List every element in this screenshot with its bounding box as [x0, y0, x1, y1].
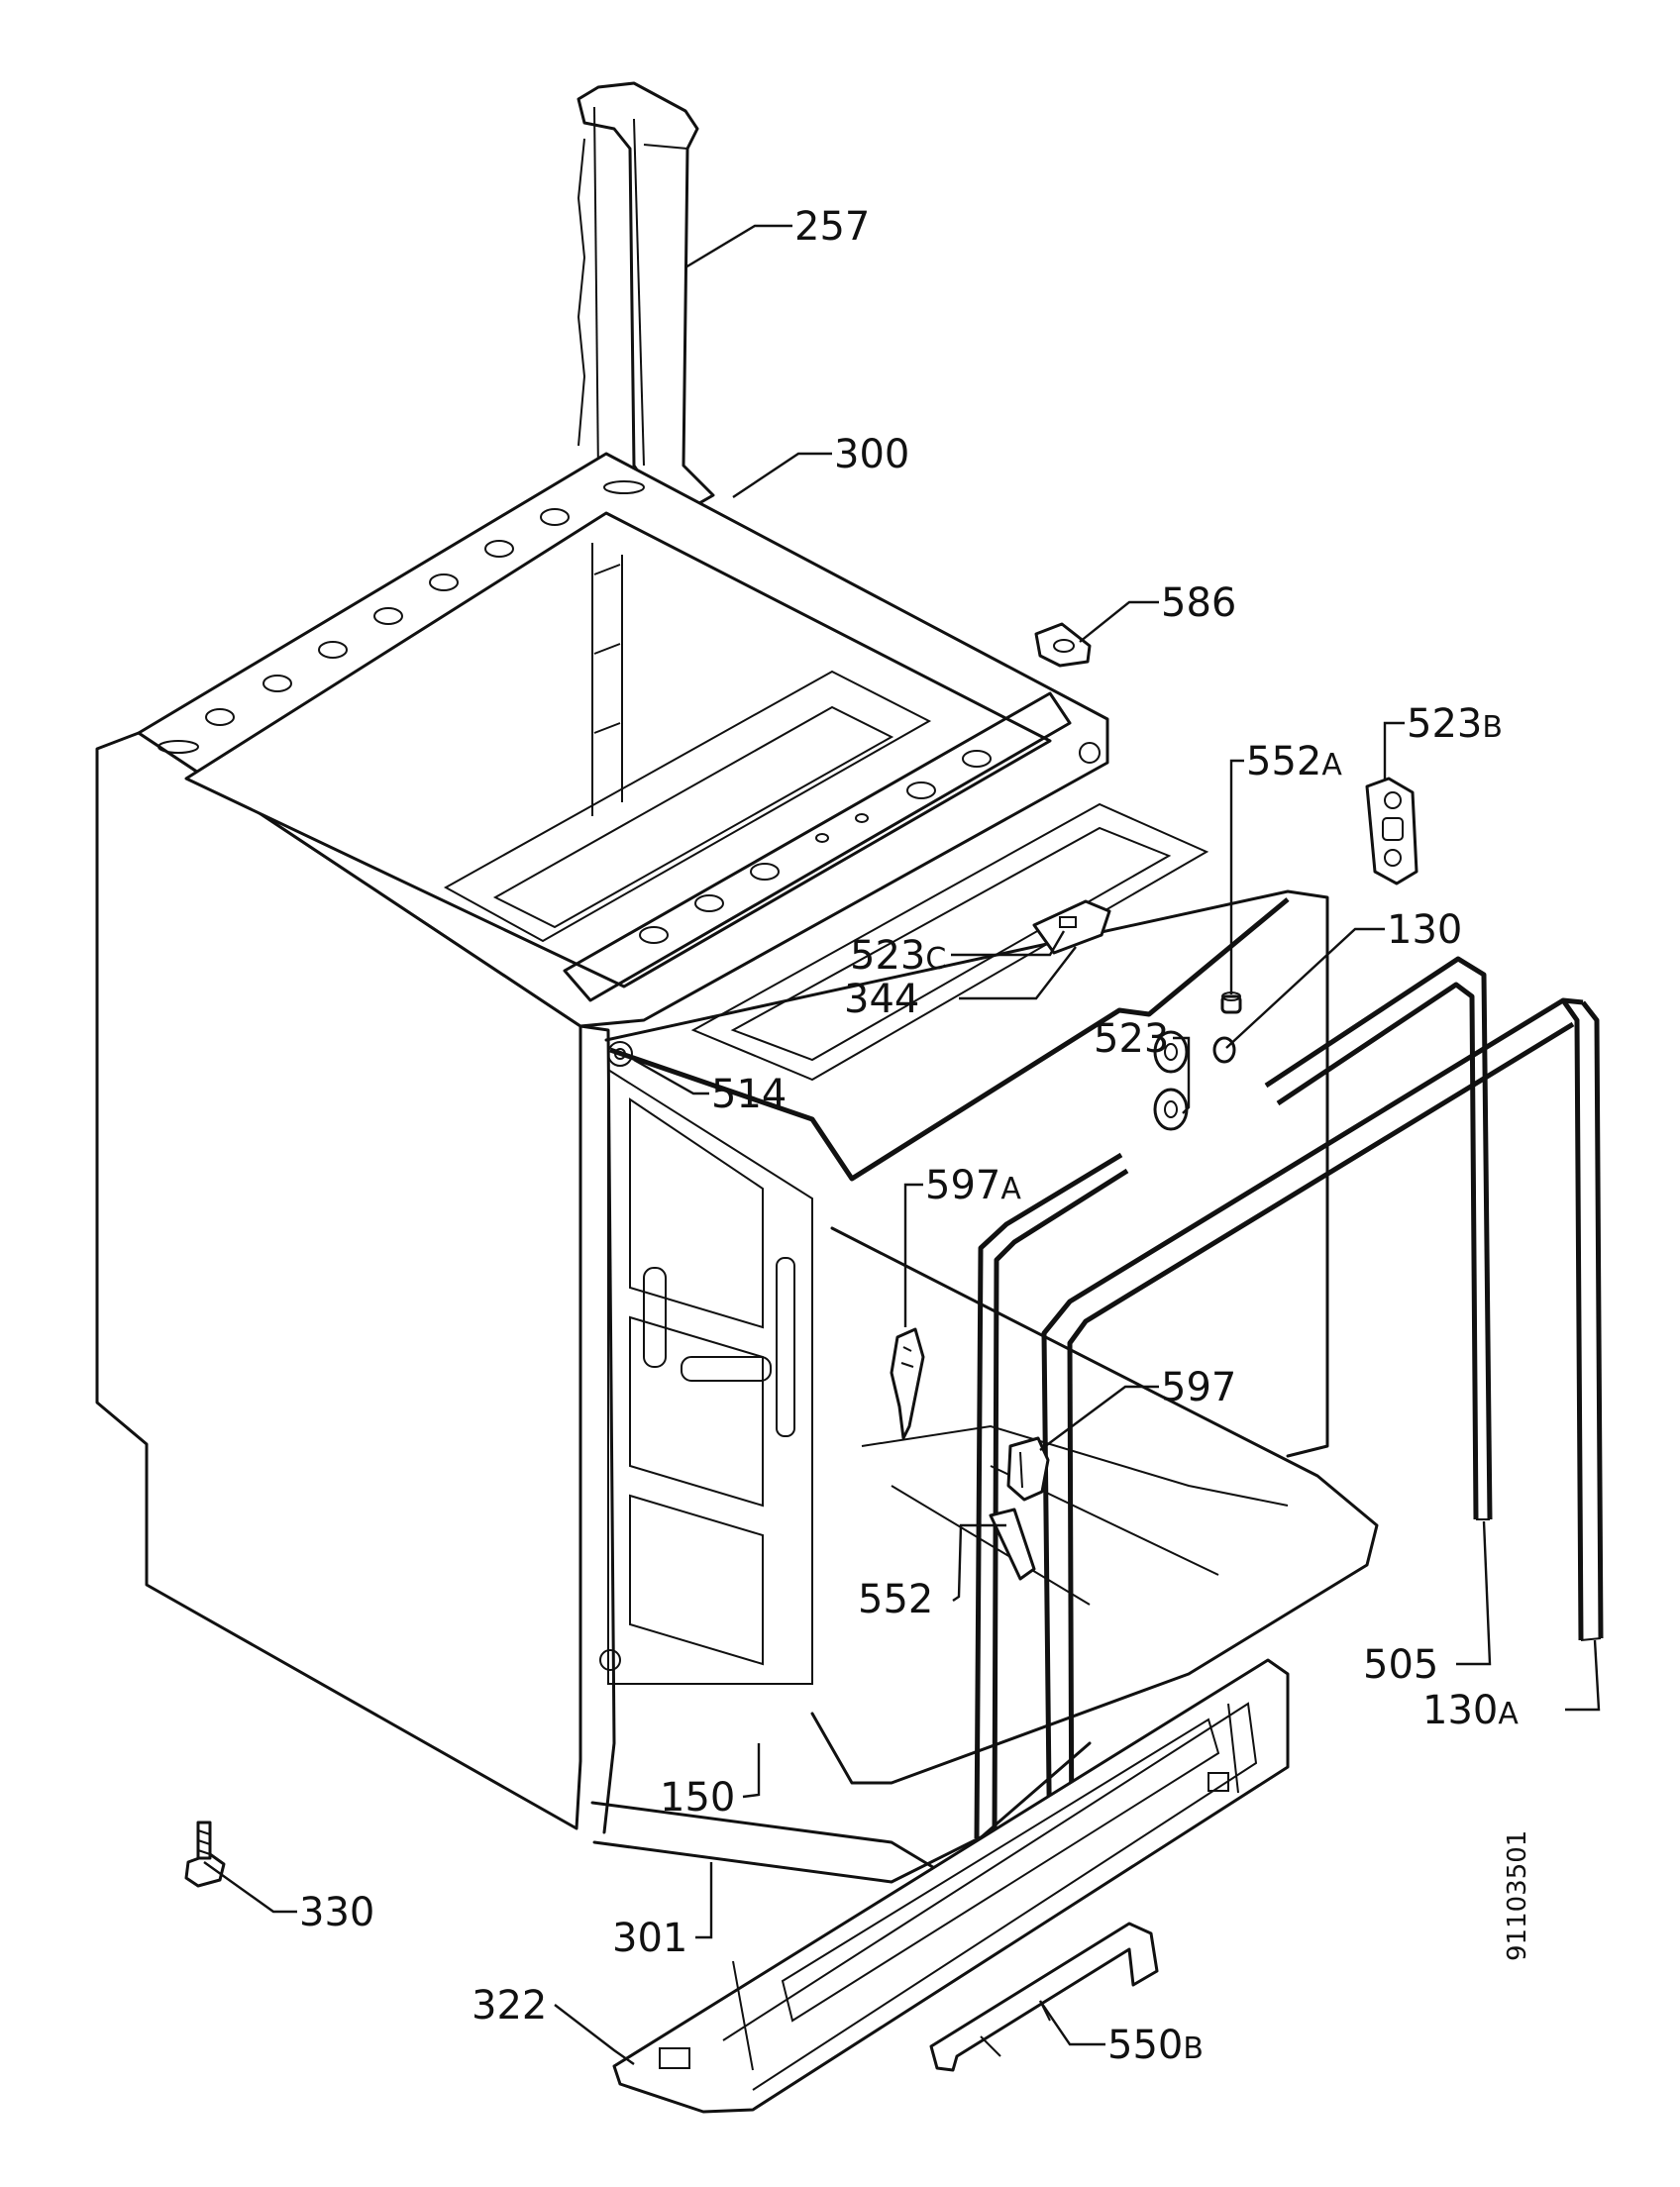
label-300: 300 [834, 432, 909, 477]
part-322-base-frame [612, 1658, 1290, 2114]
part-597-catch [1006, 1436, 1050, 1502]
part-550B-clip [929, 1922, 1159, 2072]
label-150: 150 [660, 1775, 735, 1821]
label-552: 552 [858, 1577, 933, 1622]
part-505-seal [1264, 956, 1493, 1520]
label-514: 514 [711, 1072, 787, 1117]
part-523-rollers [1153, 1030, 1189, 1131]
label-344: 344 [844, 977, 919, 1022]
callout-labels: 257 300 586 523B 552A 130 523C 344 523 5… [299, 204, 1532, 2068]
label-330: 330 [299, 1890, 374, 1935]
label-523: 523 [1094, 1016, 1169, 1062]
label-597: 597 [1161, 1365, 1236, 1410]
label-301: 301 [612, 1916, 687, 1961]
part-523C-latch-bracket [1032, 899, 1111, 955]
label-550B: 550B [1107, 2023, 1204, 2068]
part-523B-bracket [1365, 777, 1418, 885]
label-505: 505 [1363, 1642, 1438, 1688]
part-257-side-strip [577, 81, 715, 513]
label-257: 257 [794, 204, 870, 250]
label-523C: 523C [850, 933, 946, 979]
label-523B: 523B [1407, 701, 1503, 747]
leader-lines [203, 224, 1601, 2065]
label-130A: 130A [1422, 1688, 1519, 1733]
cabinet-body [95, 452, 1379, 1884]
part-seal-left-strip [974, 1152, 1129, 1839]
part-552-rail [989, 1508, 1036, 1581]
label-130: 130 [1387, 907, 1462, 953]
part-130-ring [1212, 1036, 1236, 1064]
label-586: 586 [1161, 580, 1236, 626]
part-130A-seal [1041, 997, 1604, 1879]
label-322: 322 [472, 1983, 547, 2029]
part-552A-pin [1220, 991, 1242, 1014]
part-597A-hook [890, 1327, 925, 1440]
label-597A: 597A [925, 1163, 1021, 1208]
drawing-code: 91103501 [1503, 1830, 1532, 1961]
part-330-foot [184, 1821, 226, 1888]
label-552A: 552A [1246, 739, 1342, 784]
part-586-clip [1034, 622, 1092, 668]
